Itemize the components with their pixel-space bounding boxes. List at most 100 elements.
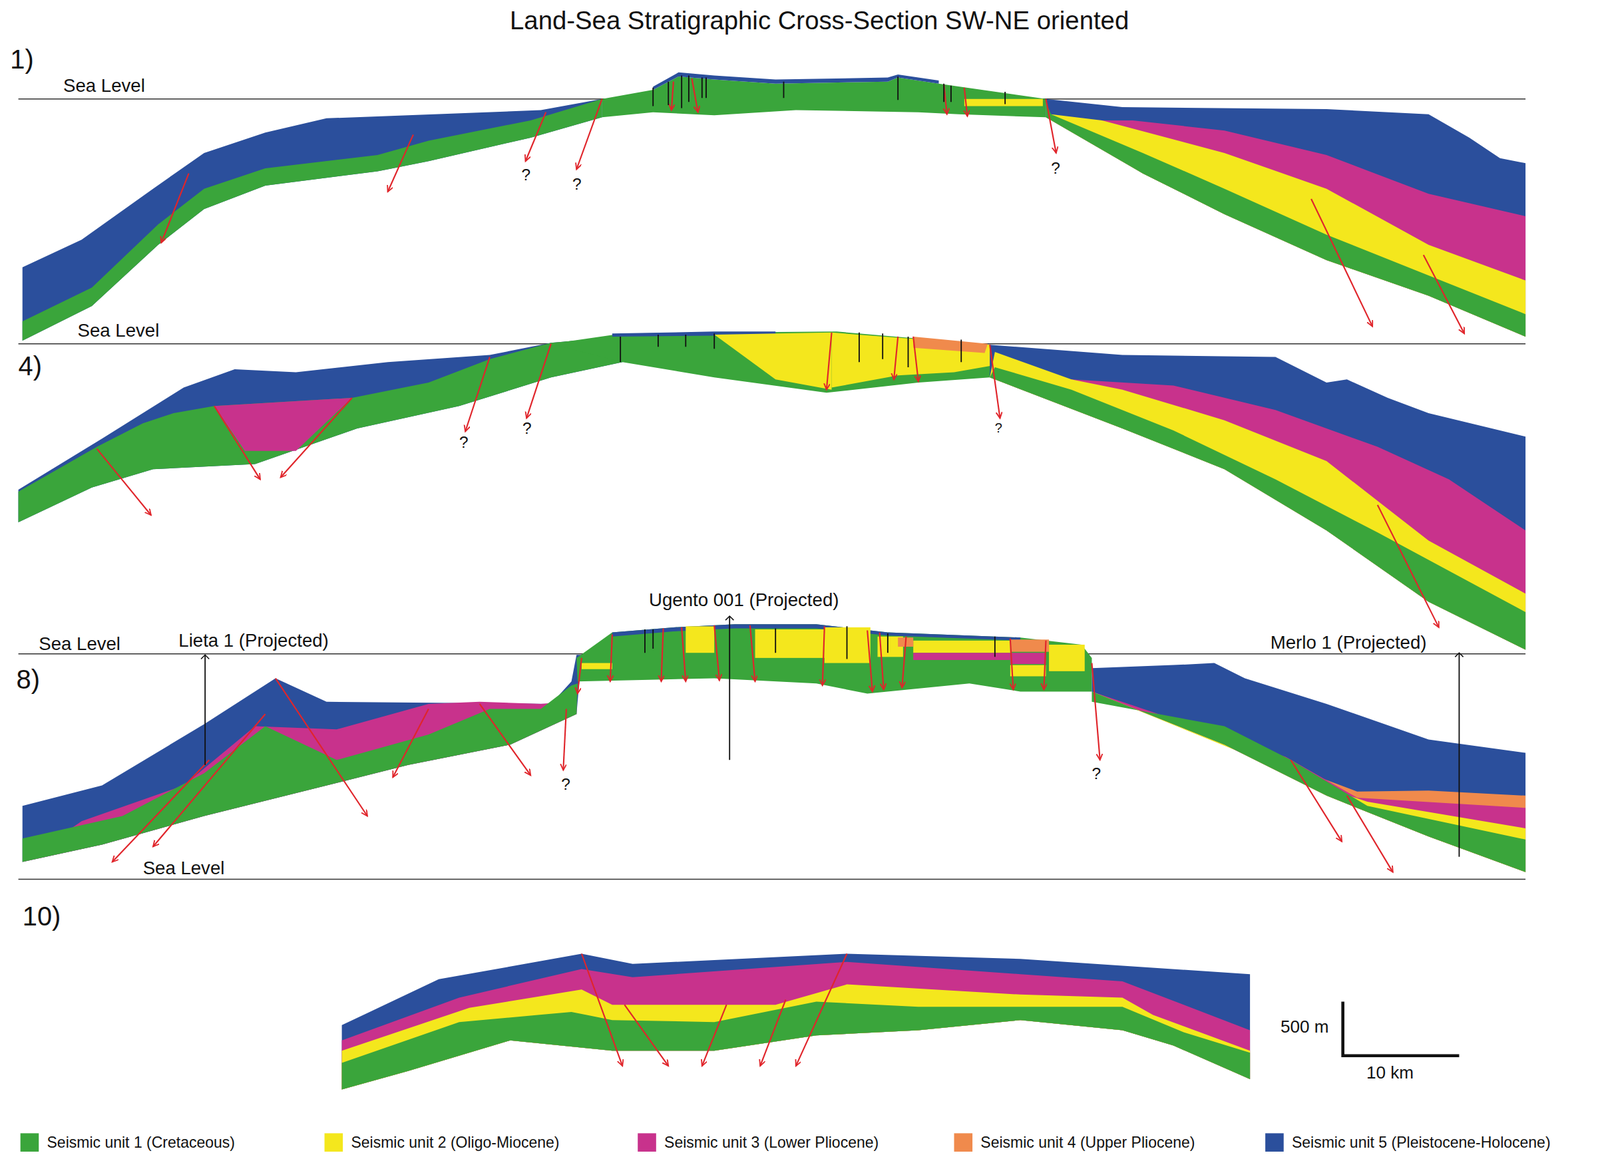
well-label: Lieta 1 (Projected): [178, 630, 329, 652]
fault-line: [1377, 505, 1439, 628]
seismic-unit: [1045, 99, 1526, 337]
fault-line: [1010, 638, 1014, 691]
fault-query: ?: [521, 166, 531, 186]
panel-number: 4): [18, 352, 42, 383]
seismic-unit: [1010, 652, 1047, 665]
fault-line: [526, 344, 552, 419]
seismic-unit: [576, 624, 1092, 694]
legend-swatch: [20, 1133, 40, 1153]
fault-line: [577, 658, 582, 695]
sea-level-label: Sea Level: [143, 857, 225, 880]
fault-line: [901, 636, 906, 689]
fault-line: [1423, 254, 1465, 334]
fault-line: [867, 630, 873, 692]
legend-swatch: [637, 1133, 657, 1153]
well-label: Ugento 001 (Projected): [648, 589, 839, 611]
legend-text: Seismic unit 2 (Oligo-Miocene): [350, 1133, 560, 1151]
fault-line: [822, 626, 825, 686]
scale-label: 10 km: [1366, 1063, 1414, 1084]
seismic-unit: [342, 954, 1251, 1091]
fault-line: [660, 628, 663, 682]
well-label: Merlo 1 (Projected): [1270, 632, 1427, 655]
fault-line: [796, 954, 848, 1067]
sea-level-label: Sea Level: [77, 320, 160, 342]
legend-text: Seismic unit 5 (Pleistocene-Holocene): [1291, 1133, 1551, 1151]
legend-swatch: [954, 1133, 974, 1153]
title: Land-Sea Stratigraphic Cross-Section SW-…: [509, 5, 1129, 36]
fault-query: ?: [459, 433, 469, 453]
fault-line: [479, 704, 532, 776]
seismic-unit: [913, 652, 1011, 661]
fault-query: ?: [1091, 765, 1101, 785]
scale-bar: [1343, 1002, 1460, 1057]
panel-number: 10): [22, 901, 62, 933]
well-line: [728, 616, 731, 761]
seismic-unit: [551, 331, 996, 393]
fault-line: [576, 99, 602, 170]
fault-line: [275, 678, 368, 817]
fault-line: [893, 336, 898, 380]
seismic-unit: [214, 398, 353, 452]
seismic-unit: [18, 336, 623, 523]
legend-text: Seismic unit 4 (Upper Pliocene): [980, 1133, 1195, 1151]
seismic-unit: [581, 663, 613, 670]
fault-line: [989, 344, 1000, 418]
fault-line: [214, 405, 261, 480]
fault-line: [1045, 99, 1056, 154]
seismic-unit: [1091, 691, 1526, 872]
fault-line: [465, 357, 490, 432]
fault-line: [702, 1004, 727, 1067]
legend-text: Seismic unit 1 (Cretaceous): [47, 1133, 235, 1151]
seismic-unit: [964, 99, 1043, 107]
fault-line: [1290, 760, 1342, 842]
well-line: [1458, 652, 1460, 858]
fault-line: [1091, 663, 1100, 761]
fault-line: [964, 87, 968, 117]
well-line: [652, 75, 1005, 108]
seismic-unit: [1010, 639, 1049, 652]
seismic-unit: [1091, 691, 1526, 872]
fault-line: [750, 625, 756, 682]
panel-number: 1): [9, 44, 34, 76]
seismic-unit: [913, 640, 1011, 653]
seismic-unit: [22, 654, 582, 862]
fault-query: ?: [561, 775, 571, 795]
fault-line: [879, 632, 884, 691]
fault-line: [671, 81, 674, 111]
fault-line: [97, 449, 152, 516]
section-panel: [18, 331, 1526, 650]
section-panel: [22, 72, 1526, 341]
seismic-unit: [989, 352, 1526, 651]
seismic-unit: [1091, 691, 1526, 872]
seismic-unit: [1091, 691, 1526, 872]
fault-line: [681, 627, 686, 682]
fault-line: [610, 634, 613, 683]
fault-line: [581, 954, 623, 1067]
well-line: [644, 626, 996, 659]
seismic-unit: [714, 332, 832, 391]
fault-query: ?: [522, 419, 532, 438]
fault-line: [112, 760, 210, 862]
fault-line: [1347, 796, 1394, 873]
sea-level-label: Sea Level: [63, 75, 146, 97]
fault-line: [760, 999, 786, 1067]
seismic-unit: [22, 99, 603, 341]
fault-line: [388, 134, 414, 192]
seismic-unit: [831, 332, 996, 389]
fault-line: [280, 398, 353, 478]
fault-query: ?: [572, 175, 582, 195]
well-line: [620, 332, 962, 368]
fault-line: [714, 625, 720, 681]
fault-line: [153, 714, 266, 847]
legend-swatch: [324, 1133, 344, 1153]
scale-label: 500 m: [1280, 1017, 1329, 1038]
fault-line: [525, 112, 547, 162]
fault-line: [826, 332, 832, 391]
section-panel: [22, 616, 1526, 873]
well-line: [204, 654, 206, 766]
seismic-unit: [652, 72, 939, 90]
sea-level-line: [18, 879, 1526, 881]
legend-text: Seismic unit 3 (Lower Pliocene): [664, 1133, 879, 1151]
fault-line: [1311, 199, 1373, 327]
